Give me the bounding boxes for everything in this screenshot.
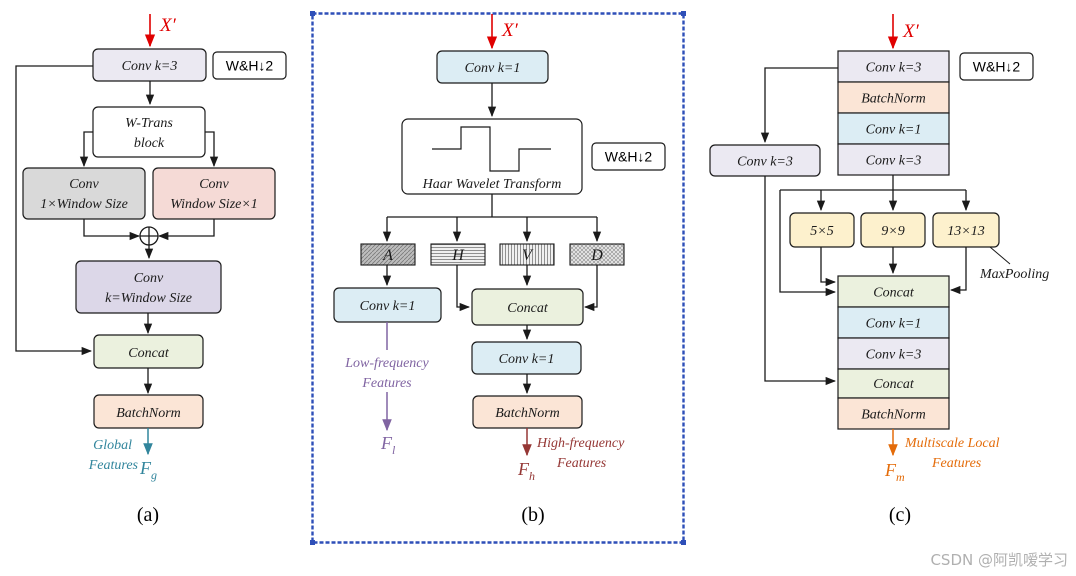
- stack-top-conv-k1-box: [837, 112, 950, 145]
- downsample-badge-c: [959, 52, 1034, 81]
- input-symbol-a: X′: [159, 15, 177, 36]
- stack-bottom-concat2-box: [837, 368, 950, 399]
- arrow-b-h-concat: [456, 265, 471, 312]
- selection-frame: [311, 12, 685, 544]
- stack-bottom-concat-box: [837, 275, 950, 308]
- low-caption-1: Low-frequency: [344, 356, 429, 371]
- downsample-badge-label-c: W&H↓2: [973, 59, 1021, 75]
- arrow-a-skip: [15, 65, 93, 356]
- downsample-badge-label-b: W&H↓2: [605, 149, 653, 165]
- arrow-c-side-in: [760, 67, 838, 144]
- band-h-label: H: [451, 247, 465, 264]
- stack-bottom-label-5: BatchNorm: [861, 408, 926, 423]
- arrow-c-pool1-out: [820, 247, 837, 287]
- stack-top-label-3: Conv k=1: [866, 123, 922, 138]
- arrow-a-split-left: [79, 131, 93, 168]
- wtrans-label-2: block: [134, 136, 165, 151]
- stack-bottom-label-4: Concat: [873, 377, 915, 392]
- conv-k1-top-label: Conv k=1: [465, 61, 521, 76]
- caption-b: (b): [521, 504, 544, 526]
- batchnorm-label-a: BatchNorm: [116, 406, 181, 421]
- panel-b: X′ Conv k=1 Haar Wavelet Transform W&H↓2…: [310, 11, 686, 545]
- maxpool-label: MaxPooling: [979, 267, 1049, 282]
- arrow-c-direct-concat: [779, 190, 837, 297]
- conv-k3-label-a: Conv k=3: [122, 59, 178, 74]
- global-caption-2: Features: [88, 458, 139, 473]
- concat-label-b: Concat: [507, 301, 549, 316]
- output-subscript-high: h: [529, 469, 535, 483]
- downsample-badge-a: [212, 51, 287, 80]
- conv-kws-label-1: Conv: [134, 271, 164, 286]
- caption-c: (c): [889, 504, 911, 526]
- conv-kws-label-2: k=Window Size: [105, 291, 192, 306]
- side-conv-label: Conv k=3: [737, 155, 793, 170]
- panel-a: X′ Conv k=3 W&H↓2 W-Trans block Conv 1×W…: [15, 14, 287, 526]
- input-symbol-b: X′: [501, 20, 519, 41]
- downsample-badge-label-a: W&H↓2: [226, 58, 274, 74]
- conv-1xws-label-1: Conv: [69, 177, 99, 192]
- arrow-a-split-right: [205, 131, 219, 168]
- stack-top-label-2: BatchNorm: [861, 92, 926, 107]
- output-symbol-high: F: [517, 459, 530, 479]
- caption-a: (a): [137, 504, 159, 526]
- high-caption-2: Features: [556, 456, 607, 471]
- low-caption-2: Features: [361, 376, 412, 391]
- stack-top-label-4: Conv k=3: [866, 154, 922, 169]
- output-symbol-low: F: [380, 433, 393, 453]
- stack-bottom-batchnorm-box: [837, 397, 950, 430]
- arrow-c-side-out: [764, 176, 837, 386]
- haar-waveform-icon: [432, 126, 551, 172]
- downsample-badge-b: [591, 142, 666, 171]
- multi-caption-1: Multiscale Local: [904, 436, 1000, 451]
- wtrans-label-1: W-Trans: [125, 116, 173, 131]
- watermark: CSDN @阿凯嗳学习: [930, 551, 1068, 569]
- conv-k1-low-label: Conv k=1: [360, 299, 416, 314]
- band-d-label: D: [590, 247, 603, 264]
- pool-13x13-label: 13×13: [947, 224, 984, 239]
- band-h-box: [430, 243, 486, 266]
- output-subscript-low: l: [392, 443, 396, 457]
- stack-bottom-label-1: Concat: [873, 286, 915, 301]
- conv-wsx1-label-2: Window Size×1: [170, 197, 258, 212]
- haar-label: Haar Wavelet Transform: [422, 177, 562, 192]
- input-symbol-c: X′: [902, 21, 920, 42]
- pool-9x9-label: 9×9: [881, 224, 904, 239]
- panel-c: X′ Conv k=3 BatchNorm Conv k=1 Conv k=3 …: [709, 14, 1049, 526]
- output-symbol-c: F: [884, 460, 897, 480]
- stack-bottom-label-3: Conv k=3: [866, 348, 922, 363]
- global-caption-1: Global: [93, 438, 132, 453]
- pool-5x5-box: [789, 212, 855, 248]
- arrow-c-pool3-out: [949, 247, 967, 295]
- high-caption-1: High-frequency: [536, 436, 625, 451]
- conv-wsx1-label-1: Conv: [199, 177, 229, 192]
- multi-caption-2: Features: [931, 456, 982, 471]
- output-subscript-c: m: [896, 470, 905, 484]
- output-symbol-a: F: [139, 458, 152, 478]
- arrow-a-sum-left: [83, 219, 141, 241]
- arrow-a-sum-right: [157, 219, 215, 241]
- band-v-label: V: [522, 247, 534, 264]
- band-a-label: A: [382, 247, 393, 264]
- conv-1xws-label-2: 1×Window Size: [40, 197, 128, 212]
- band-a-box: [360, 243, 416, 266]
- stack-top-conv-k3-box: [837, 50, 950, 83]
- pool-5x5-label: 5×5: [810, 224, 833, 239]
- maxpool-leader: [989, 246, 1011, 265]
- stack-bottom-label-2: Conv k=1: [866, 317, 922, 332]
- stack-top-label-1: Conv k=3: [866, 61, 922, 76]
- batchnorm-label-b: BatchNorm: [495, 406, 560, 421]
- output-subscript-a: g: [151, 468, 157, 482]
- concat-label-a: Concat: [128, 346, 170, 361]
- conv-k1-high-label: Conv k=1: [499, 352, 555, 367]
- arrow-b-d-concat: [583, 265, 598, 312]
